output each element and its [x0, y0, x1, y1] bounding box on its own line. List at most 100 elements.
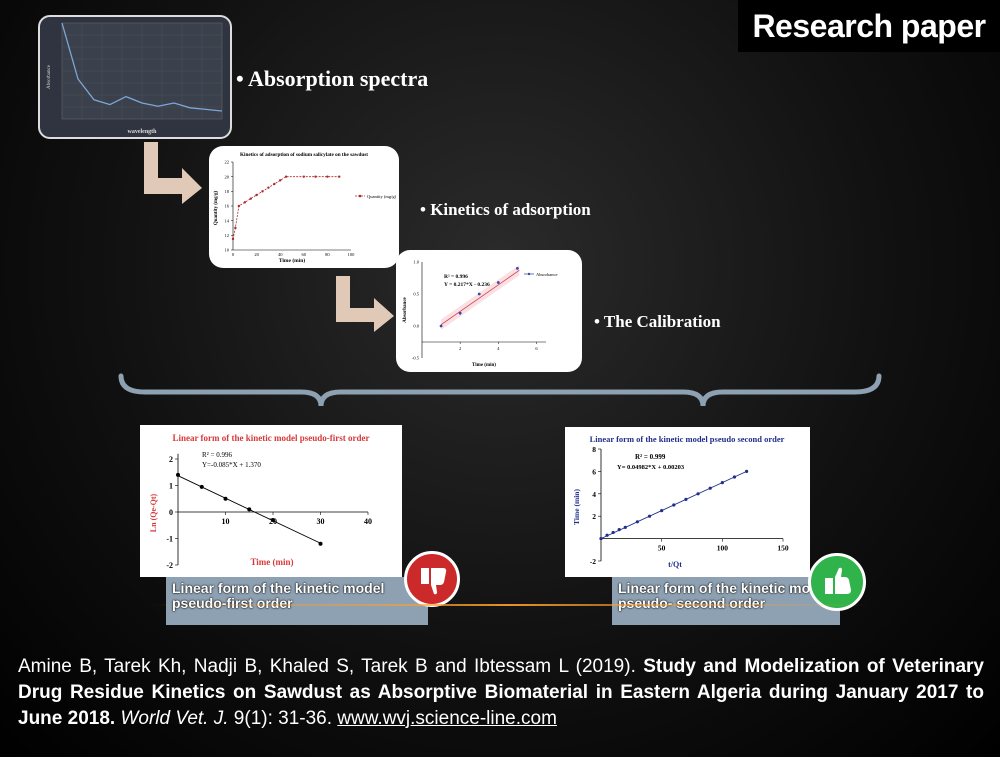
pso-point — [660, 509, 664, 513]
calibration-xtick: 6 — [535, 346, 538, 351]
pso-xlabel: t/Qt — [668, 560, 682, 569]
thumbs-down-icon — [404, 551, 460, 607]
spectra-ylabel: Absorbance — [47, 64, 52, 89]
pfo-ytick: -2 — [166, 561, 173, 570]
spectra-xlabel: wavelength — [128, 129, 158, 135]
calibration-point — [515, 267, 519, 270]
calibration-xtick: 4 — [497, 346, 500, 351]
absorption-spectra-card: wavelength Absorbance — [38, 15, 232, 139]
pfo-xtick: 10 — [222, 517, 230, 526]
thumbs-up-icon — [808, 553, 866, 611]
calibration-ytick: 0.0 — [413, 324, 419, 329]
kinetics-point — [284, 175, 288, 178]
bullet-absorption: • Absorption spectra — [236, 66, 429, 91]
kinetics-card: Kinetics of adsorption of sodium salicyl… — [209, 146, 399, 268]
arrow-icon — [144, 142, 202, 204]
pfo-ytick: 1 — [169, 482, 173, 491]
kinetics-xtick: 100 — [348, 252, 356, 257]
pso-caption: Linear form of the kinetic model pseudo-… — [612, 577, 840, 625]
kinetics-point — [279, 179, 282, 182]
pfo-caption: Linear form of the kinetic model pseudo-… — [166, 577, 428, 625]
citation-authors: Amine B, Tarek Kh, Nadji B, Khaled S, Ta… — [18, 656, 644, 677]
kinetics-ytick: 12 — [225, 233, 230, 238]
pfo-point — [176, 472, 180, 477]
pfo-r2: R² = 0.996 — [202, 451, 232, 459]
citation-journal: World Vet. J. — [120, 708, 229, 729]
absorption-spectra-chart: wavelength Absorbance — [47, 22, 223, 135]
pso-point — [605, 533, 609, 537]
calibration-legend: Absorbance — [536, 272, 558, 277]
kinetics-point — [302, 175, 305, 178]
pso-ytick: 4 — [592, 490, 596, 499]
pso-r2: R² = 0.999 — [635, 453, 666, 461]
kinetics-ytick: 18 — [225, 189, 230, 194]
citation-link[interactable]: www.wvj.science-line.com — [337, 708, 557, 729]
kinetics-legend: Quantity (mg/g) — [367, 194, 397, 199]
kinetics-point — [338, 175, 341, 178]
bullet-kinetics: • Kinetics of adsorption — [420, 200, 591, 219]
calibration-xtick: 2 — [459, 346, 461, 351]
kinetics-chart: Kinetics of adsorption of sodium salicyl… — [214, 152, 397, 264]
pso-ytick: 6 — [592, 467, 596, 476]
kinetics-point — [267, 186, 270, 189]
kinetics-point — [243, 201, 246, 204]
kinetics-series-line — [232, 176, 340, 240]
pfo-title: Linear form of the kinetic model pseudo-… — [172, 433, 369, 443]
pso-point — [599, 537, 603, 541]
pso-point — [635, 520, 639, 524]
pfo-xlabel: Time (min) — [250, 557, 293, 567]
pso-point — [732, 475, 737, 479]
kinetics-point — [237, 204, 241, 208]
pso-equation: Y= 0.04982*X + 0.00203 — [617, 464, 685, 471]
pso-point — [617, 528, 621, 532]
pso-point — [684, 497, 688, 501]
horizon-glow — [150, 604, 870, 606]
pfo-ytick: 2 — [169, 455, 173, 464]
pseudo-first-order-card: Linear form of the kinetic model pseudo-… — [140, 425, 402, 577]
pseudo-second-order-card: Linear form of the kinetic model pseudo … — [565, 427, 810, 577]
pfo-equation: Y=-0.085*X + 1.370 — [202, 461, 261, 469]
kinetics-ytick: 14 — [225, 218, 230, 223]
kinetics-ytick: 10 — [225, 248, 230, 253]
pfo-point — [223, 496, 228, 501]
citation-title: Study and Modelization of Veterinary Dru… — [18, 656, 984, 729]
calibration-point — [496, 281, 500, 284]
pseudo-first-order-chart: Linear form of the kinetic model pseudo-… — [149, 433, 372, 570]
kinetics-ytick: 16 — [225, 204, 230, 209]
kinetics-point — [261, 190, 264, 193]
kinetics-point — [231, 237, 235, 241]
pseudo-second-order-chart: Linear form of the kinetic model pseudo … — [572, 434, 789, 569]
pso-point — [611, 530, 615, 535]
kinetics-point — [326, 175, 329, 178]
calibration-point — [477, 292, 481, 296]
pfo-point — [318, 541, 323, 546]
pfo-point — [199, 484, 204, 489]
kinetics-point — [273, 182, 276, 186]
pso-xtick: 50 — [658, 544, 666, 553]
calibration-equation: Y = 0.217*X - 0.236 — [444, 282, 490, 288]
pso-point — [696, 492, 700, 496]
kinetics-xtick: 60 — [302, 252, 307, 257]
bullet-calibration: • The Calibration — [594, 312, 721, 331]
kinetics-xtick: 80 — [325, 252, 330, 257]
arrow-icon — [336, 276, 394, 332]
kinetics-xtick: 20 — [254, 252, 259, 257]
kinetics-point — [249, 197, 252, 200]
pso-xtick: 100 — [717, 544, 729, 553]
pfo-xtick: 30 — [317, 517, 325, 526]
kinetics-xtick: 40 — [278, 252, 283, 257]
calibration-ylabel: Absorbance — [403, 296, 408, 322]
spectra-series-line — [61, 22, 223, 112]
calibration-ytick: -0.5 — [412, 356, 420, 361]
calibration-point — [458, 311, 462, 315]
calibration-xlabel: Time (min) — [472, 363, 496, 368]
citation-volume: 9(1): 31-36. — [228, 708, 338, 729]
curly-brace — [118, 373, 882, 407]
pso-point — [708, 486, 712, 490]
kinetics-point — [255, 193, 258, 197]
research-paper-badge: Research paper — [738, 0, 1000, 52]
pfo-xtick: 40 — [364, 517, 372, 526]
pso-ytick: 2 — [592, 512, 596, 521]
